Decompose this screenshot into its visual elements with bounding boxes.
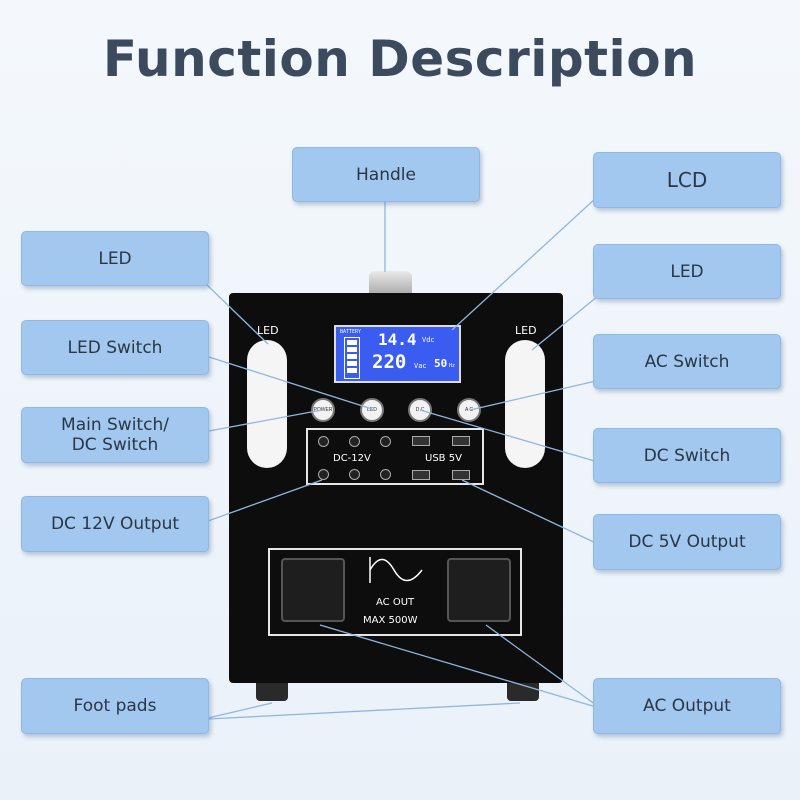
callout-led-switch: LED Switch: [21, 320, 209, 375]
callout-foot-pads: Foot pads: [21, 678, 209, 734]
led-left-light: [247, 340, 287, 468]
callout-dc12-output: DC 12V Output: [21, 496, 209, 552]
callout-main-switch-line2: DC Switch: [71, 435, 159, 455]
lcd-frequency: 50: [434, 357, 448, 370]
callout-main-switch: Main Switch/ DC Switch: [21, 407, 209, 463]
lcd-display: BATTERY 14.4 Vdc 220 Vac 50 Hz: [334, 325, 461, 383]
power-button[interactable]: POWER: [311, 398, 335, 422]
handle-graphic: [369, 271, 412, 295]
dc-output-panel: [306, 428, 484, 485]
led-right-tag: LED: [515, 324, 537, 337]
callout-lcd: LCD: [593, 152, 781, 208]
usb-port: [412, 470, 430, 480]
callout-ac-output: AC Output: [593, 678, 781, 734]
usb-port: [452, 436, 470, 446]
usb-port: [452, 470, 470, 480]
foot-pad: [256, 683, 288, 701]
ac-button[interactable]: A C: [457, 398, 481, 422]
callout-ac-switch: AC Switch: [593, 334, 781, 389]
usb-panel-label: USB 5V: [425, 453, 462, 464]
led-right-light: [505, 340, 545, 468]
ac-max-label: MAX 500W: [363, 615, 418, 626]
dc-port: [318, 469, 329, 480]
callout-dc5-output: DC 5V Output: [593, 514, 781, 570]
dc-panel-label: DC-12V: [333, 453, 371, 464]
lcd-battery-icon: [344, 337, 360, 379]
dc-port: [349, 469, 360, 480]
callout-dc-switch: DC Switch: [593, 428, 781, 483]
dc-port: [380, 436, 391, 447]
dc-port: [349, 436, 360, 447]
callout-led-right: LED: [593, 244, 781, 299]
usb-port: [412, 436, 430, 446]
lcd-battery-label: BATTERY: [340, 329, 362, 335]
lcd-dc-unit: Vdc: [422, 336, 435, 344]
ac-socket: [281, 558, 345, 622]
lcd-frequency-unit: Hz: [449, 363, 456, 369]
led-left-tag: LED: [257, 324, 279, 337]
page-title: Function Description: [102, 30, 698, 88]
lcd-dc-voltage: 14.4: [378, 330, 417, 349]
dc-port: [318, 436, 329, 447]
callout-main-switch-line1: Main Switch/: [61, 415, 169, 435]
lcd-ac-unit: Vac: [414, 362, 427, 370]
led-button[interactable]: LED: [360, 398, 384, 422]
dc-port: [380, 469, 391, 480]
callout-handle: Handle: [292, 147, 480, 202]
sine-wave-icon: [369, 557, 423, 583]
ac-out-label: AC OUT: [376, 597, 415, 608]
ac-socket: [447, 558, 511, 622]
callout-led-left: LED: [21, 231, 209, 286]
lcd-ac-voltage: 220: [372, 351, 407, 373]
ac-output-panel: [268, 548, 522, 636]
